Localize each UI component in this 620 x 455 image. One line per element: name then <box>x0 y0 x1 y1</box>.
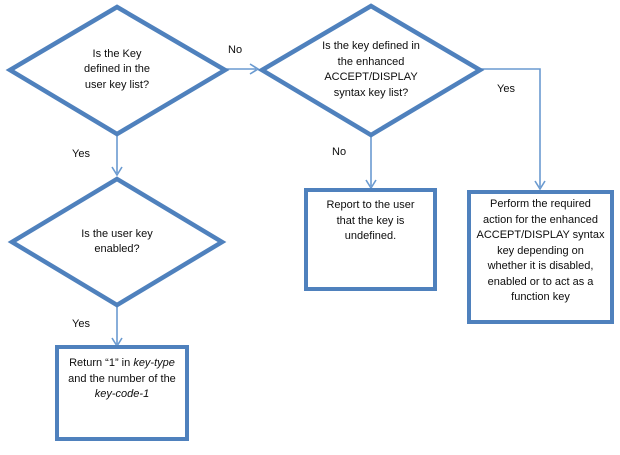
arrowhead-d2-to-p2 <box>534 180 546 191</box>
edge-label-d3-yes: Yes <box>72 318 90 330</box>
edge-label-d2-no: No <box>332 146 347 158</box>
shape-decision-key-defined-user-key-list <box>5 4 230 137</box>
shape-process-perform-enhanced-action <box>467 190 614 324</box>
shape-decision-user-key-enabled <box>7 176 227 308</box>
shape-process-return-key-type <box>55 345 189 441</box>
connector-d2-to-p2 <box>481 68 541 187</box>
edge-label-d1-yes: Yes <box>72 148 90 160</box>
edge-label-d1-no: No <box>228 44 243 56</box>
shape-process-report-undefined-key <box>304 188 437 291</box>
shape-decision-key-defined-enhanced-syntax <box>257 3 485 138</box>
edge-label-d2-yes: Yes <box>497 83 515 95</box>
arrowhead-d1-to-d2 <box>249 63 260 75</box>
arrowhead-d1-to-d3 <box>111 166 123 177</box>
